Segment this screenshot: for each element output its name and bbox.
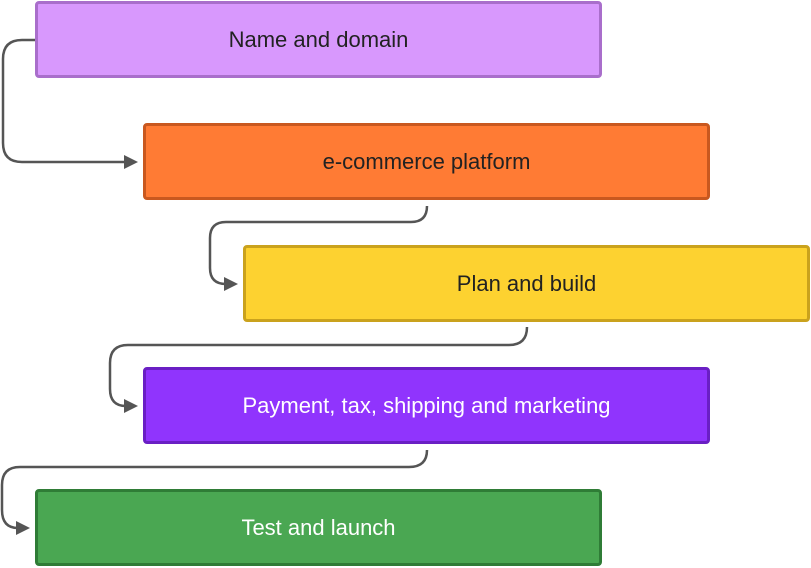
step-ecommerce-platform: e-commerce platform	[143, 123, 710, 200]
connector-3-4	[108, 326, 529, 408]
connector-2-3	[208, 205, 429, 286]
arrowhead-3	[124, 399, 138, 413]
step-plan-and-build: Plan and build	[243, 245, 810, 322]
connector-1-2	[1, 38, 126, 164]
step-label: Name and domain	[228, 26, 409, 52]
step-label: Plan and build	[456, 270, 597, 296]
step-label: e-commerce platform	[322, 148, 531, 174]
step-payment-tax-shipping-marketing: Payment, tax, shipping and marketing	[143, 367, 710, 444]
arrowhead-2	[224, 277, 238, 291]
arrowhead-1	[124, 155, 138, 169]
step-label: Payment, tax, shipping and marketing	[242, 392, 611, 418]
arrowhead-4	[16, 521, 30, 535]
connector-4-5	[0, 449, 429, 530]
step-name-and-domain: Name and domain	[35, 1, 602, 78]
step-label: Test and launch	[241, 514, 396, 540]
step-test-and-launch: Test and launch	[35, 489, 602, 566]
